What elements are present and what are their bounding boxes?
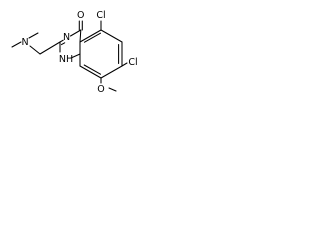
atom-carbonyl-oxygen: O <box>77 10 84 21</box>
bond-c2-ch2 <box>39 41 61 55</box>
atom-ring-nitrogen-3: N <box>63 32 70 43</box>
bond-c5-c6 <box>100 29 123 43</box>
bond-n-me-right <box>28 32 39 39</box>
bond-c8-c8a-2 <box>83 64 102 75</box>
bond-n1-c8a <box>70 53 81 59</box>
bond-n3-c2-2 <box>60 42 66 46</box>
molecule-structure: O N NH N Cl Cl O <box>11 10 138 95</box>
bond-c7-c8 <box>100 65 123 79</box>
bond-c8-c8a <box>79 65 102 79</box>
bond-n3-c2 <box>59 39 64 43</box>
atom-chlorine-top: Cl <box>96 10 105 21</box>
atom-chlorine-right: Cl <box>128 57 137 68</box>
atom-labels: O N NH N Cl Cl O <box>21 10 137 95</box>
atom-amine-nitrogen: N <box>21 37 28 48</box>
bond-o-ch3 <box>108 87 117 92</box>
atom-ring-nitrogen-1-h: NH <box>59 54 73 65</box>
bond-c4-n3 <box>69 29 82 37</box>
bond-c4a-c4 <box>79 29 82 43</box>
bonds <box>11 20 128 92</box>
bond-c4a-c5 <box>79 29 102 43</box>
bond-ch2-n <box>29 45 41 55</box>
atom-methoxy-oxygen: O <box>97 84 104 95</box>
bond-c7-cl <box>121 62 128 67</box>
bond-n-me-left <box>11 41 22 48</box>
bond-c4a-c5-2 <box>83 32 102 43</box>
